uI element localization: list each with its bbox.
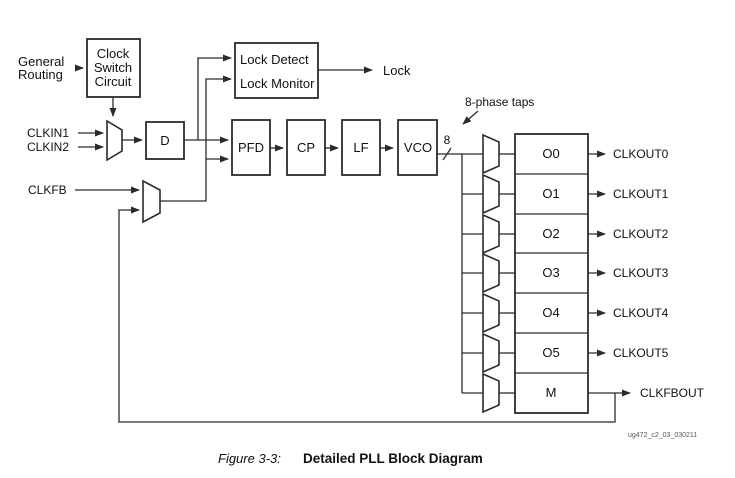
phase-mux-o4 [482,292,500,334]
phase-mux-m [482,372,500,414]
counter-o5-label: O5 [542,345,559,360]
clkout5-label: CLKOUT5 [613,346,669,360]
figure-title-label: Detailed PLL Block Diagram [303,451,483,466]
watermark-label: ug472_c2_03_030211 [628,432,697,439]
pfd-box [231,119,271,176]
lock-detect-monitor-box [234,42,319,99]
output-counters-box [514,133,589,414]
lf-box [341,119,381,176]
phase-mux-o3 [482,252,500,294]
counter-o4-label: O4 [542,305,559,320]
phase-mux-o1 [482,173,500,215]
clkin1-label: CLKIN1 [27,126,69,140]
clkfb-mux [142,179,161,224]
clkin2-label: CLKIN2 [27,140,69,154]
figure-number-label: Figure 3-3: [218,451,281,466]
phase-mux-o0 [482,133,500,175]
clock-switch-label-3: Circuit [95,74,132,89]
counter-o1-label: O1 [542,186,559,201]
vco-box [397,119,438,176]
lock-detect-label: Lock Detect [240,52,309,67]
clkin-mux [106,119,123,162]
d-label: D [160,133,169,148]
wire-fb-to-lock-monitor [160,75,232,202]
clkout1-label: CLKOUT1 [613,187,669,201]
clkfbout-label: CLKFBOUT [640,386,705,400]
pfd-label: PFD [238,140,264,155]
clock-switch-label-2: Switch [94,60,132,75]
phase-mux-o2 [482,213,500,255]
counter-o3-label: O3 [542,265,559,280]
d-divider-box [145,121,185,160]
clock-switch-label-1: Clock [97,46,130,61]
general-routing-label: General [18,54,64,69]
general-routing-label-2: Routing [18,67,63,82]
wire-ref-to-lock-detect [197,54,232,140]
clkfb-label: CLKFB [28,183,67,197]
clkout3-label: CLKOUT3 [613,266,669,280]
phase-mux-o5 [482,332,500,374]
feedback-wire [118,206,616,423]
bus-width-label: 8 [444,133,451,147]
lock-label: Lock [383,63,411,78]
counter-o0-label: O0 [542,146,559,161]
lf-label: LF [353,140,368,155]
clkout4-label: CLKOUT4 [613,306,669,320]
cp-box [286,119,326,176]
bus-slash [442,147,452,161]
clkout2-label: CLKOUT2 [613,227,669,241]
cp-label: CP [297,140,315,155]
vco-label: VCO [404,140,432,155]
clock-switch-circuit-box [86,38,141,98]
phase-taps-label: 8-phase taps [465,95,534,109]
clkout0-label: CLKOUT0 [613,147,669,161]
counter-o2-label: O2 [542,226,559,241]
counter-m-label: M [546,385,557,400]
lock-monitor-label: Lock Monitor [240,76,315,91]
phase-taps-arrow [462,110,479,125]
